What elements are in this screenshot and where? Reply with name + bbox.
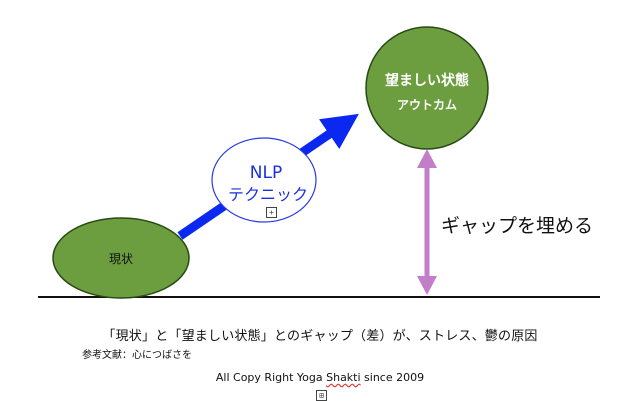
caption-main: 「現状」と「望ましい状態」とのギャップ（差）が、ストレス、鬱の原因 <box>102 329 538 344</box>
desired-state-label: 望ましい状態 <box>385 72 469 89</box>
current-state-label: 現状 <box>109 252 133 266</box>
copyright-prefix: All Copy Right Yoga <box>215 371 327 384</box>
copyright-name: Shakti <box>326 371 361 384</box>
copyright-suffix: since 2009 <box>360 371 425 384</box>
gap-double-arrow <box>417 149 437 295</box>
caption-copyright: All Copy Right Yoga Shakti since 2009 <box>0 371 640 384</box>
current-state-ellipse <box>52 217 190 299</box>
technique-ellipse <box>211 137 317 223</box>
caption-reference: 参考文献：心につばさを <box>82 350 192 361</box>
gap-label: ギャップを埋める <box>441 215 593 237</box>
footer-grid-icon: ⊞ <box>316 390 327 401</box>
technique-sub: テクニック <box>228 185 308 204</box>
expand-icon[interactable]: + <box>266 207 277 218</box>
desired-state-sub: アウトカム <box>397 98 457 112</box>
technique-title: NLP <box>250 163 282 183</box>
